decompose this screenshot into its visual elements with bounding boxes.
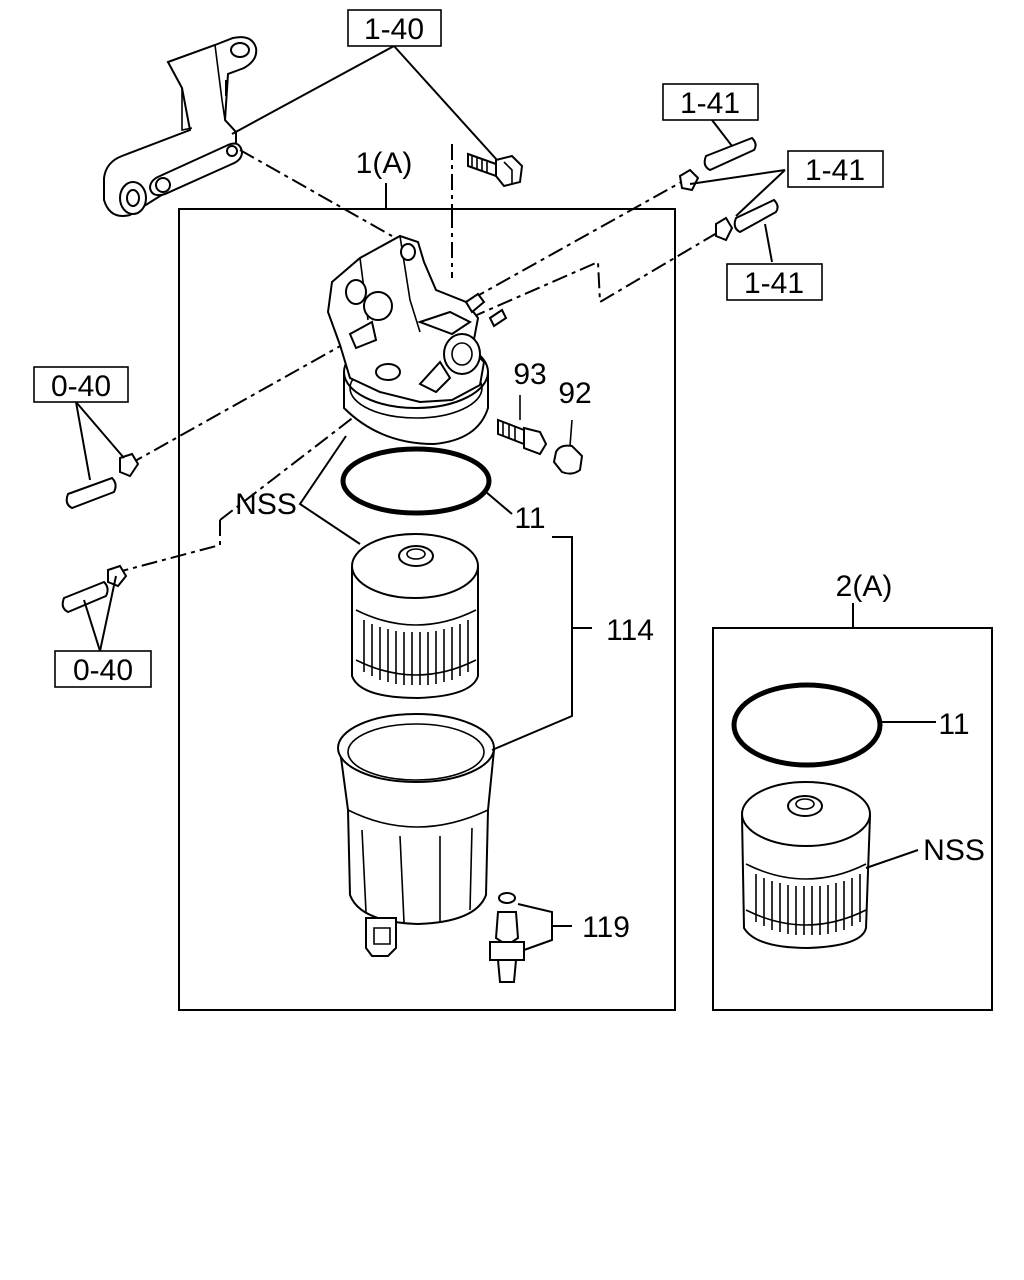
mounting-bracket: [103, 36, 258, 217]
part-label-11-kit: 11: [938, 708, 969, 741]
pipe-0-40-top: [65, 452, 140, 510]
bracket-bolt: [467, 152, 524, 188]
assembly-1-frame: [178, 208, 676, 1011]
part-label-nss-kit: NSS: [923, 834, 985, 867]
part-label-119: 119: [582, 911, 630, 944]
pipe-1-41-top: [678, 136, 757, 192]
part-label-92: 92: [558, 377, 591, 410]
pipe-0-40-low: [61, 564, 128, 614]
ref-label-1-41-mid[interactable]: 1-41: [805, 154, 865, 187]
filter-bowl: [337, 713, 496, 957]
pipe-1-41-low: [715, 198, 779, 242]
water-sensor-119: [489, 892, 525, 983]
filter-element-kit: [740, 781, 872, 950]
assembly-2-label: 2(A): [836, 570, 893, 603]
o-ring-11-kit: [731, 682, 883, 768]
ref-label-0-40-low[interactable]: 0-40: [73, 654, 133, 687]
ref-label-1-41-top[interactable]: 1-41: [680, 87, 740, 120]
ref-label-0-40-top[interactable]: 0-40: [51, 370, 111, 403]
part-label-nss-main: NSS: [235, 488, 297, 521]
ref-label-1-41-low[interactable]: 1-41: [744, 267, 804, 300]
filter-head: [326, 234, 508, 446]
o-ring-11: [340, 446, 492, 516]
filter-element: [351, 533, 479, 700]
leader-lines: [75, 45, 936, 951]
vent-screw-93: [497, 395, 548, 456]
part-label-114: 114: [606, 614, 654, 647]
part-label-93: 93: [513, 358, 546, 391]
plug-92: [552, 419, 584, 475]
ref-label-1-40[interactable]: 1-40: [364, 13, 424, 46]
assembly-1-label: 1(A): [356, 147, 413, 180]
part-label-11-main: 11: [514, 502, 545, 535]
